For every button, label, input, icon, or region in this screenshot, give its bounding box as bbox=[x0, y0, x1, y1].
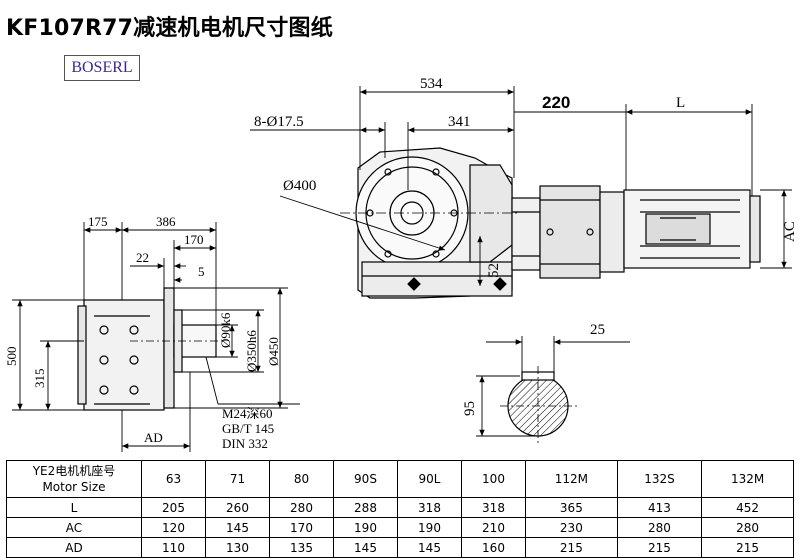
table-cell: 318 bbox=[397, 497, 462, 518]
size-cell: 90L bbox=[397, 460, 462, 498]
technical-drawing: 534 220 L 8-Ø17.5 341 Ø400 AC 52 bbox=[4, 76, 798, 452]
dim-341: 341 bbox=[448, 114, 471, 130]
size-cell: 112M bbox=[525, 460, 618, 498]
dim-AD: AD bbox=[144, 430, 163, 445]
size-cell: 71 bbox=[205, 460, 270, 498]
dim-95: 95 bbox=[462, 401, 478, 416]
row-label: AD bbox=[6, 537, 142, 558]
table-cell: 160 bbox=[461, 537, 526, 558]
table-cell: 110 bbox=[141, 537, 206, 558]
dim-22: 22 bbox=[136, 250, 149, 265]
table-cell: 230 bbox=[525, 517, 618, 538]
size-cell: 132M bbox=[701, 460, 794, 498]
table-cell: 170 bbox=[269, 517, 334, 538]
table-row: L 205 260 280 288 318 318 365 413 452 bbox=[6, 497, 794, 518]
motor-terminal-box bbox=[645, 213, 711, 245]
dim-L: L bbox=[676, 95, 685, 111]
table-cell: 215 bbox=[525, 537, 618, 558]
table-header-row: YE2电机机座号 Motor Size 63 71 80 90S 90L 100… bbox=[6, 460, 794, 498]
table-cell: 120 bbox=[141, 517, 206, 538]
dim-shaft-dia: Ø90k6 bbox=[218, 312, 233, 348]
page-title: KF107R77减速机电机尺寸图纸 bbox=[6, 16, 333, 41]
table-cell: 205 bbox=[141, 497, 206, 518]
table-row: AD 110 130 135 145 145 160 215 215 215 bbox=[6, 537, 794, 558]
front-dimensions bbox=[250, 86, 792, 286]
shaft-dimensions bbox=[476, 336, 630, 437]
side-housing bbox=[83, 299, 165, 411]
table-cell: 215 bbox=[701, 537, 794, 558]
dim-534: 534 bbox=[420, 76, 443, 92]
front-view bbox=[340, 147, 761, 299]
dim-spigot-dia: Ø350h6 bbox=[244, 330, 259, 372]
dim-AC: AC bbox=[782, 221, 798, 242]
dim-170: 170 bbox=[184, 232, 204, 247]
standard-din: DIN 332 bbox=[222, 436, 268, 451]
brand-logo: BOSERL bbox=[64, 55, 140, 81]
table-cell: 280 bbox=[616, 517, 703, 538]
dim-25: 25 bbox=[590, 322, 605, 338]
dim-flange-od: Ø450 bbox=[266, 337, 281, 366]
table-cell: 210 bbox=[461, 517, 526, 538]
table-cell: 288 bbox=[333, 497, 398, 518]
table-cell: 215 bbox=[616, 537, 703, 558]
gearbox-foot bbox=[361, 261, 513, 297]
second-stage-reducer bbox=[539, 185, 601, 279]
dim-315: 315 bbox=[32, 369, 47, 389]
table-cell: 260 bbox=[205, 497, 270, 518]
dim-175: 175 bbox=[88, 214, 108, 229]
table-cell: 318 bbox=[461, 497, 526, 518]
dim-52: 52 bbox=[486, 263, 502, 278]
table-row: AC 120 145 170 190 190 210 230 280 280 bbox=[6, 517, 794, 538]
table-cell: 190 bbox=[397, 517, 462, 538]
size-cell: 90S bbox=[333, 460, 398, 498]
side-view bbox=[77, 287, 225, 411]
thread-note: M24深60 bbox=[222, 406, 273, 421]
dim-500: 500 bbox=[4, 347, 19, 367]
table-cell: 145 bbox=[205, 517, 270, 538]
table-cell: 145 bbox=[333, 537, 398, 558]
table-cell: 135 bbox=[269, 537, 334, 558]
size-cell: 63 bbox=[141, 460, 206, 498]
row-label: L bbox=[6, 497, 142, 518]
table-cell: 130 bbox=[205, 537, 270, 558]
table-cell: 280 bbox=[701, 517, 794, 538]
dim-220: 220 bbox=[542, 93, 570, 112]
motor-size-table: YE2电机机座号 Motor Size 63 71 80 90S 90L 100… bbox=[6, 460, 794, 558]
dim-386: 386 bbox=[156, 214, 176, 229]
table-cell: 145 bbox=[397, 537, 462, 558]
size-cell: 132S bbox=[616, 460, 703, 498]
table-header-label: YE2电机机座号 Motor Size bbox=[6, 460, 142, 498]
table-cell: 452 bbox=[701, 497, 794, 518]
size-cell: 80 bbox=[269, 460, 334, 498]
table-cell: 190 bbox=[333, 517, 398, 538]
dim-5: 5 bbox=[198, 264, 205, 279]
standard-gb: GB/T 145 bbox=[222, 421, 274, 436]
table-cell: 365 bbox=[525, 497, 618, 518]
side-dimensions bbox=[12, 222, 300, 452]
dim-bolt-holes: 8-Ø17.5 bbox=[254, 114, 304, 130]
row-label: AC bbox=[6, 517, 142, 538]
table-cell: 280 bbox=[269, 497, 334, 518]
dim-flange-dia: Ø400 bbox=[283, 178, 316, 194]
adapter bbox=[511, 197, 541, 271]
shaft-section bbox=[500, 366, 578, 446]
table-cell: 413 bbox=[616, 497, 703, 518]
size-cell: 100 bbox=[461, 460, 526, 498]
